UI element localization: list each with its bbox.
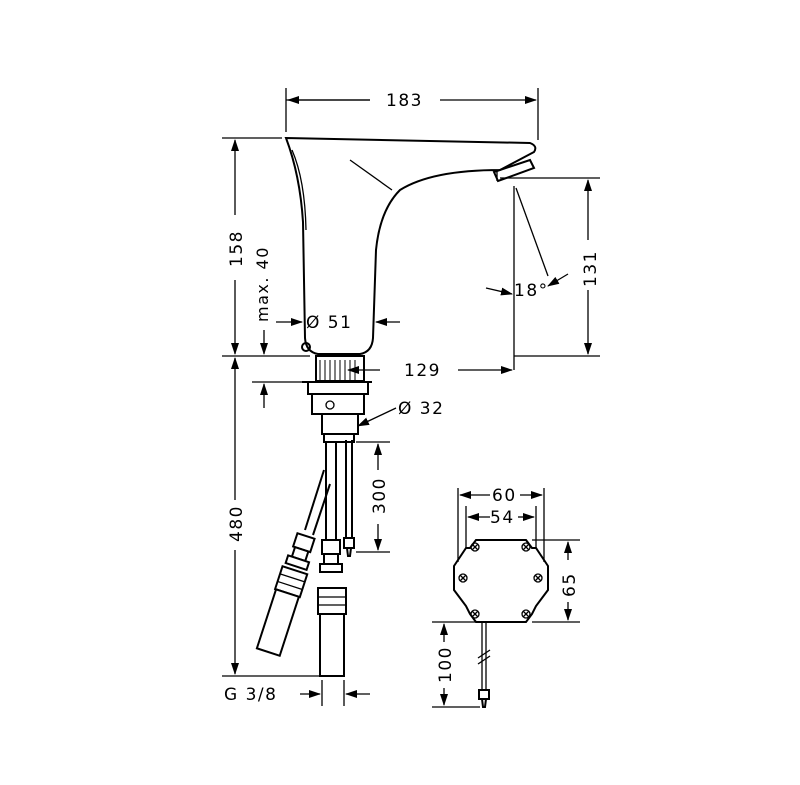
dim-diameter-51: Ø 51	[306, 313, 352, 333]
supply-hoses	[255, 440, 355, 677]
dim-129: 129	[404, 361, 441, 381]
dim-60: 60	[492, 486, 517, 506]
dim-diameter-32: Ø 32	[398, 399, 444, 419]
control-box	[453, 539, 549, 708]
dim-angle-18: 18°	[514, 281, 549, 301]
dimension-lines	[222, 88, 600, 708]
dim-183: 183	[386, 91, 423, 111]
faucet-body	[284, 136, 537, 355]
dimension-labels: 183 158 max. 40 Ø 51 18° 131 129 Ø 32 48…	[224, 91, 601, 705]
dim-480: 480	[227, 505, 247, 542]
mounting-assembly	[302, 355, 372, 443]
dim-65: 65	[560, 572, 580, 597]
dim-max-40: max. 40	[253, 246, 272, 322]
dim-131: 131	[581, 250, 601, 287]
dim-54: 54	[490, 508, 515, 528]
dim-158: 158	[227, 230, 247, 267]
dim-300: 300	[370, 477, 390, 514]
dim-100: 100	[436, 646, 456, 683]
dim-g-3-8: G 3/8	[224, 685, 277, 705]
